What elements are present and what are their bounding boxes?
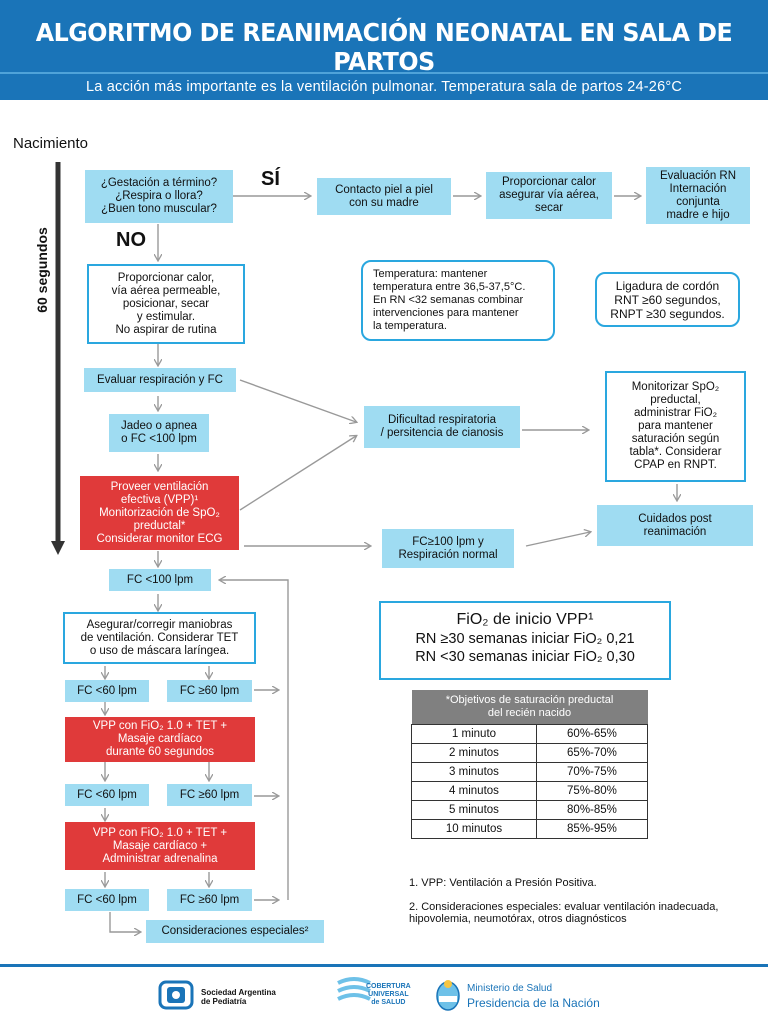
fc-ge60-box-2: FC ≥60 lpm (167, 784, 252, 806)
gestacion-box: ¿Gestación a término? ¿Respira o llora? … (85, 170, 233, 223)
fio2-line-1: RN ≥30 semanas iniciar FiO₂ 0,21 (415, 631, 635, 647)
fc-ge60-box-1: FC ≥60 lpm (167, 680, 252, 702)
si-label: SÍ (261, 168, 280, 190)
fio2-title: FiO₂ de inicio VPP¹ (456, 611, 594, 628)
consideraciones-box: Consideraciones especiales² (146, 920, 324, 943)
evaluacion-rn-box: Evaluación RN Internación conjunta madre… (646, 167, 750, 224)
cuidados-box: Cuidados post reanimación (597, 505, 753, 546)
subtitle: La acción más importante es la ventilaci… (86, 79, 682, 95)
fio2-box: FiO₂ de inicio VPP¹ RN ≥30 semanas inici… (379, 601, 671, 680)
temperatura-note: Temperatura: mantener temperatura entre … (361, 260, 555, 341)
no-label: NO (116, 229, 146, 251)
vpp-masaje-box: VPP con FiO₂ 1.0 + TET + Masaje cardíaco… (65, 717, 255, 762)
asegurar-box: Asegurar/corregir maniobras de ventilaci… (63, 612, 256, 664)
vpp-box: Proveer ventilación efectiva (VPP)¹ Moni… (80, 476, 239, 550)
fio2-line-2: RN <30 semanas iniciar FiO₂ 0,30 (415, 649, 635, 665)
jadeo-box: Jadeo o apnea o FC <100 lpm (109, 414, 209, 452)
cobertura-logo-icon (337, 977, 371, 1001)
sap-logo-text: Sociedad Argentina de Pediatría (201, 988, 276, 1006)
note-1: 1. VPP: Ventilación a Presión Positiva. (409, 877, 597, 889)
sap-logo-icon (158, 980, 194, 1010)
footer-divider (0, 964, 768, 967)
proporcionar-calor-box: Proporcionar calor asegurar vía aérea, s… (486, 172, 612, 219)
table-header: *Objetivos de saturación preductal del r… (411, 690, 648, 725)
note-2b: hipovolemia, neumotórax, otros diagnósti… (409, 913, 627, 925)
table-header-row: *Objetivos de saturación preductal del r… (411, 690, 648, 725)
escudo-logo-icon (436, 980, 460, 1011)
presidencia-text: Presidencia de la Nación (467, 996, 600, 1010)
nacimiento-label: Nacimiento (13, 135, 89, 152)
page-title: ALGORITMO DE REANIMACIÓN NEONATAL EN SAL… (35, 18, 733, 76)
fc100-resp-box: FC≥100 lpm y Respiración normal (382, 529, 514, 568)
fc-menor-100-box: FC <100 lpm (109, 569, 211, 591)
contacto-box: Contacto piel a piel con su madre (317, 178, 451, 215)
note-2a: 2. Consideraciones especiales: evaluar v… (409, 901, 719, 913)
fc-ge60-box-3: FC ≥60 lpm (167, 889, 252, 911)
header-bar: ALGORITMO DE REANIMACIÓN NEONATAL EN SAL… (0, 0, 768, 76)
fc-lt60-box-1: FC <60 lpm (65, 680, 149, 702)
ministerio-text: Ministerio de Salud (467, 983, 553, 994)
calor-estimular-box: Proporcionar calor, vía aérea permeable,… (87, 264, 245, 344)
evaluar-resp-box: Evaluar respiración y FC (84, 368, 236, 392)
subtitle-bar: La acción más importante es la ventilaci… (0, 72, 768, 100)
fc-lt60-box-3: FC <60 lpm (65, 889, 149, 911)
sixty-seconds-label: 60 segundos (34, 227, 50, 313)
vpp-adrenalina-box: VPP con FiO₂ 1.0 + TET + Masaje cardíaco… (65, 822, 255, 870)
monitorizar-box: Monitorizar SpO₂ preductal, administrar … (605, 371, 746, 482)
cobertura-logo-text: COBERTURA UNIVERSAL de SALUD (366, 983, 411, 1006)
saturation-table: *Objetivos de saturación preductal del r… (411, 690, 649, 839)
fc-lt60-box-2: FC <60 lpm (65, 784, 149, 806)
ligadura-note: Ligadura de cordón RNT ≥60 segundos, RNP… (595, 272, 740, 327)
dificultad-box: Dificultad respiratoria / persitencia de… (364, 406, 520, 448)
